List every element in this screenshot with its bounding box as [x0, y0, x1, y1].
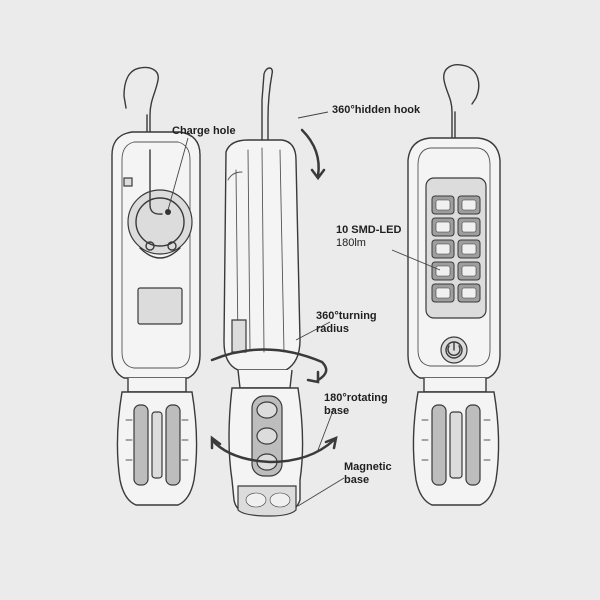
charge-hole-housing	[127, 189, 193, 255]
charge-hole-label: Charge hole	[172, 125, 236, 137]
hook-middle	[261, 67, 274, 151]
smd-led-label: 10 SMD-LED 180lm	[336, 224, 402, 249]
lamp-left-body	[111, 131, 201, 379]
led-array	[431, 195, 481, 303]
magnetic-base-label: Magnetic base	[344, 461, 392, 486]
charge-hole-icon	[165, 209, 171, 215]
rotating-base-arrow	[210, 438, 336, 464]
hook-rotation-arrow	[300, 128, 320, 178]
turning-radius-label: 360°turning radius	[316, 310, 377, 335]
charge-hole-pointer	[167, 137, 189, 211]
hook-right	[443, 64, 480, 141]
led-pointer	[391, 249, 441, 271]
label-plate-left	[137, 287, 183, 325]
hook-pointer	[297, 111, 329, 119]
lamp-front-view	[407, 64, 501, 506]
lamp-back-view	[111, 66, 201, 506]
lamp-side-view	[223, 67, 304, 517]
hook-left	[123, 66, 159, 141]
hidden-hook-label: 360°hidden hook	[332, 104, 421, 116]
rotating-base-label: 180°rotating base	[324, 392, 388, 417]
turning-radius-arrow	[210, 348, 328, 382]
magnetic-pointer	[297, 477, 345, 507]
rotating-pointer	[317, 407, 335, 451]
turning-pointer	[295, 321, 331, 341]
